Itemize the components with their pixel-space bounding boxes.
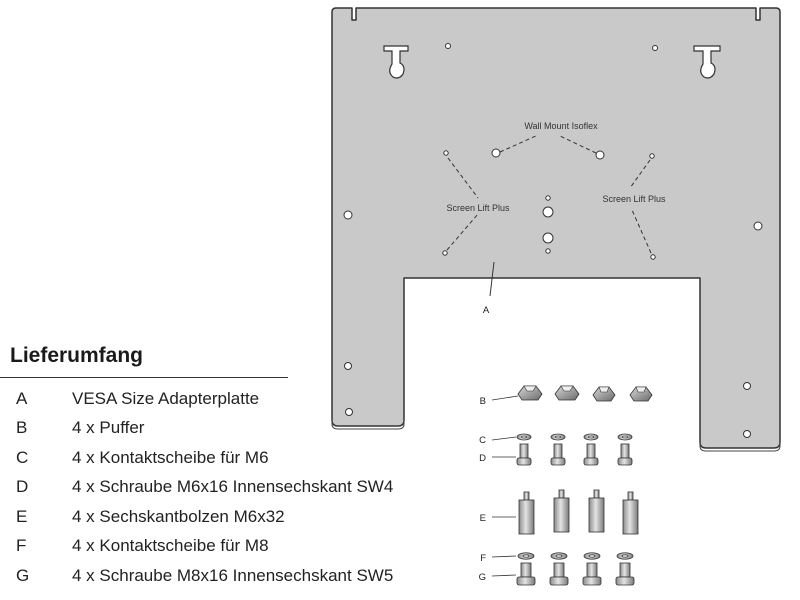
item-description: VESA Size Adapterplatte — [72, 388, 260, 408]
screw-icon — [582, 562, 602, 586]
screw-m6-parts — [516, 443, 633, 466]
washer-icon — [617, 433, 633, 441]
item-description: 4 x Kontaktscheibe für M8 — [72, 536, 269, 556]
part-label-c: C — [479, 435, 486, 446]
screw-icon — [550, 443, 566, 466]
washer-icon — [583, 433, 599, 441]
screw-m8-parts — [516, 562, 635, 586]
item-description: 4 x Sechskantbolzen M6x32 — [72, 506, 285, 526]
label-screen-lift-left: Screen Lift Plus — [446, 203, 510, 213]
washer-m6-parts — [516, 433, 633, 441]
buffer-parts — [517, 385, 653, 402]
contents-title: Lieferumfang — [10, 344, 144, 367]
part-label-e: E — [480, 513, 486, 524]
part-label-a: A — [483, 305, 490, 316]
buffer-icon — [629, 386, 653, 402]
list-item: E 4 x Sechskantbolzen M6x32 — [0, 502, 440, 532]
buffer-icon — [592, 386, 616, 402]
item-letter: E — [16, 506, 28, 526]
adapter-plate: Wall Mount Isoflex Screen Lift Plus Scre… — [331, 7, 781, 452]
item-description: 4 x Kontaktscheibe für M6 — [72, 447, 269, 467]
title-divider — [0, 377, 288, 378]
list-item: F 4 x Kontaktscheibe für M8 — [0, 532, 440, 562]
buffer-icon — [517, 385, 543, 401]
washer-m8-parts — [517, 552, 634, 560]
standoff-icon — [553, 489, 570, 533]
list-item: C 4 x Kontaktscheibe für M6 — [0, 443, 440, 473]
part-leader-lines — [491, 395, 519, 577]
washer-icon — [583, 552, 601, 560]
buffer-icon — [554, 385, 580, 401]
list-item: B 4 x Puffer — [0, 414, 440, 444]
screw-icon — [516, 443, 532, 466]
label-wall-mount-isoflex: Wall Mount Isoflex — [524, 121, 598, 131]
item-letter: F — [16, 536, 27, 556]
list-item: G 4 x Schraube M8x16 Innensechskant SW5 — [0, 561, 440, 591]
screw-icon — [615, 562, 635, 586]
screw-icon — [617, 443, 633, 466]
washer-icon — [550, 552, 568, 560]
screw-icon — [549, 562, 569, 586]
item-description: 4 x Schraube M6x16 Innensechskant SW4 — [72, 477, 394, 497]
part-label-f: F — [480, 553, 486, 564]
screw-icon — [583, 443, 599, 466]
washer-icon — [616, 552, 634, 560]
hole-callout-lines — [446, 134, 652, 297]
hex-standoff-parts — [518, 489, 639, 535]
item-letter: A — [16, 388, 28, 408]
item-letter: G — [16, 565, 30, 585]
washer-icon — [517, 552, 535, 560]
item-description: 4 x Schraube M8x16 Innensechskant SW5 — [72, 565, 394, 585]
screw-icon — [516, 562, 536, 586]
list-item: A VESA Size Adapterplatte — [0, 384, 440, 414]
mounting-holes — [343, 43, 763, 438]
part-label-d: D — [479, 453, 486, 464]
item-description: 4 x Puffer — [72, 418, 145, 438]
contents-list: A VESA Size Adapterplatte B 4 x Puffer C… — [0, 384, 440, 591]
washer-icon — [516, 433, 532, 441]
item-letter: B — [16, 418, 28, 438]
washer-icon — [550, 433, 566, 441]
list-item: D 4 x Schraube M6x16 Innensechskant SW4 — [0, 473, 440, 503]
label-screen-lift-right: Screen Lift Plus — [602, 194, 666, 204]
item-letter: C — [16, 447, 29, 467]
keyhole-left-icon — [383, 45, 409, 79]
keyhole-right-icon — [693, 45, 721, 79]
standoff-icon — [588, 489, 605, 533]
part-label-g: G — [479, 572, 486, 583]
standoff-icon — [518, 491, 535, 535]
part-label-b: B — [480, 396, 486, 407]
standoff-icon — [622, 491, 639, 535]
item-letter: D — [16, 477, 29, 497]
